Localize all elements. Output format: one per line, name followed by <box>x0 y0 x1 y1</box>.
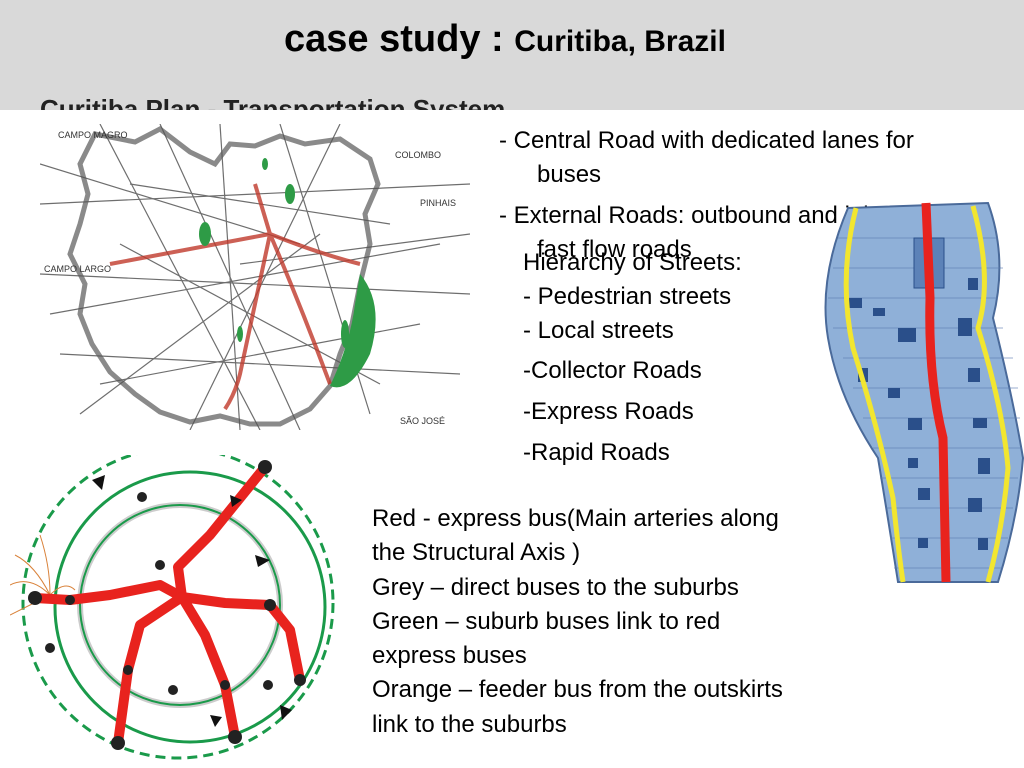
title-sub: Curitiba, Brazil <box>514 25 726 58</box>
hierarchy-item-pedestrian: - Pedestrian streets <box>523 283 732 310</box>
hierarchy-item-collector: -Collector Roads <box>523 357 702 384</box>
external-road-line2: fast flow roads <box>537 236 692 263</box>
label-sao-jose: SÃO JOSÉ <box>400 416 445 426</box>
legend-line: Orange – feeder bus from the outskirts <box>372 676 783 704</box>
legend-line: Red - express bus(Main arteries along <box>372 505 779 532</box>
central-road-line1: - Central Road with dedicated lanes for <box>499 127 914 154</box>
hierarchy-item-rapid: -Rapid Roads <box>523 439 670 466</box>
central-road-bullet: - Central Road with dedicated lanes for … <box>499 124 914 192</box>
street-hierarchy-diagram <box>824 201 1024 583</box>
title-bar <box>0 0 1024 110</box>
section-heading: Curitiba Plan - Transportation System <box>40 84 640 110</box>
label-colombo: COLOMBO <box>395 150 441 160</box>
hierarchy-heading: Hierarchy of Streets: <box>523 249 742 276</box>
legend-line: link to the suburbs <box>372 710 567 738</box>
label-pinhais: PINHAIS <box>420 198 456 208</box>
slide-title: case study : Curitiba, Brazil <box>0 18 1010 61</box>
section-heading-text: Curitiba Plan - Transportation System <box>40 94 506 110</box>
label-campo-largo: CAMPO LARGO <box>44 264 111 274</box>
legend-line: the Structural Axis ) <box>372 539 581 567</box>
legend-line: express buses <box>372 642 527 670</box>
bus-network-diagram <box>10 455 335 760</box>
central-road-line2: buses <box>537 161 602 188</box>
title-main: case study : <box>284 18 515 60</box>
legend-line: Grey – direct buses to the suburbs <box>372 573 739 601</box>
color-legend: Red - express bus(Main arteries along th… <box>372 502 783 742</box>
legend-line: Green – suburb buses link to red <box>372 607 721 635</box>
city-map: CAMPO MAGRO COLOMBO PINHAIS CAMPO LARGO … <box>40 124 470 430</box>
label-campo-magro: CAMPO MAGRO <box>58 130 128 140</box>
hierarchy-item-local: - Local streets <box>523 317 674 344</box>
hierarchy-item-express: -Express Roads <box>523 398 694 425</box>
